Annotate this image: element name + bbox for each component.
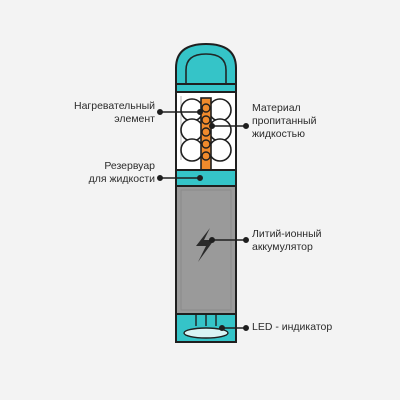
led-light <box>183 327 229 339</box>
lightning-bolt-icon <box>196 228 214 262</box>
wick-material <box>180 98 232 162</box>
label-wick-material-line2: пропитанный <box>252 115 317 127</box>
label-wick-material-line1: Материал <box>252 102 301 114</box>
leader-lines <box>156 108 249 332</box>
heating-coil <box>200 97 212 171</box>
label-heating-element-line1: Нагревательный <box>74 100 155 112</box>
label-battery-line2: аккумулятор <box>252 241 313 253</box>
label-battery-line1: Литий-ионный <box>252 228 322 240</box>
mouthpiece-cap <box>175 42 237 93</box>
label-heating-element: Нагревательный элемент <box>74 100 155 126</box>
label-wick-material-line3: жидкостью <box>252 128 305 140</box>
label-wick-material: Материал пропитанный жидкостью <box>252 102 316 141</box>
label-heating-element-line2: элемент <box>114 113 155 125</box>
label-liquid-reservoir: Резервуар для жидкости <box>89 160 155 186</box>
label-battery: Литий-ионный аккумулятор <box>252 228 322 254</box>
label-liquid-reservoir-line2: для жидкости <box>88 173 155 185</box>
label-led: LED - индикатор <box>252 321 332 334</box>
label-led-line1: LED - индикатор <box>252 321 333 333</box>
label-liquid-reservoir-line1: Резервуар <box>104 160 155 172</box>
battery-body <box>175 185 237 315</box>
